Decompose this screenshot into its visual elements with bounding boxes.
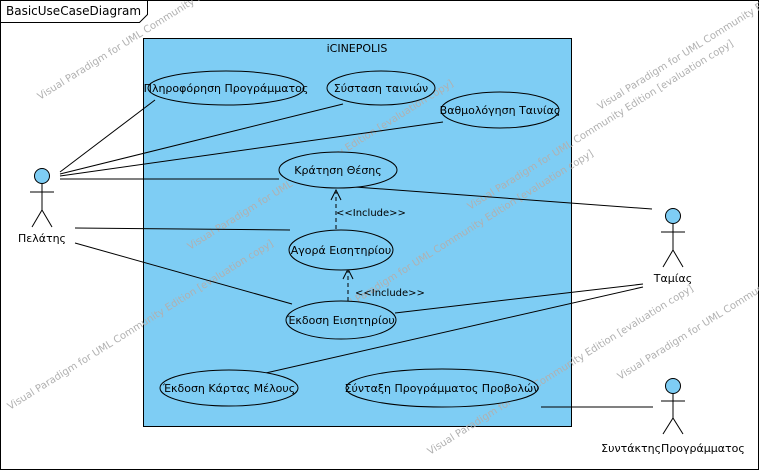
use-case-ellipse[interactable] [440,91,560,129]
use-case-schedule[interactable]: Σύνταξη Προγράμματος Προβολών [345,368,540,408]
association-cashier-issue[interactable] [394,283,644,314]
watermark-text: Visual Paradigm for UML Community Editio… [596,0,759,113]
use-case-ellipse[interactable] [345,368,539,408]
use-case-label: Σύνταξη Προγράμματος Προβολών [345,382,540,395]
actor-scheduler[interactable] [661,378,685,435]
actor-label: Ταμίας [653,272,692,285]
actor-leg-left [662,417,674,435]
system-name: iCINEPOLIS [327,42,388,55]
use-case-recommend[interactable]: Σύσταση ταινιών [326,70,436,106]
use-case-reserve[interactable]: Κράτηση Θέσης [278,151,398,189]
associations [59,99,653,408]
use-case-program-info[interactable]: Πληροφόρηση Προγράμματος [144,70,309,106]
actor-head-icon [665,378,681,394]
actor-label: ΣυντάκτηςΠρογράμματος [601,442,745,455]
use-case-label: Έκδοση Εισητηρίου [286,314,395,327]
use-case-label: Κράτηση Θέσης [294,164,381,177]
use-case-issue[interactable]: Έκδοση Εισητηρίου [285,300,397,340]
actor-head-icon [665,208,681,224]
association-cashier-reserve[interactable] [354,186,653,210]
association-cashier-card[interactable] [256,286,644,376]
actor-cashier[interactable] [661,208,685,268]
use-case-ellipse[interactable] [147,70,305,106]
use-case-buy[interactable]: Αγορά Εισητηρίου [288,229,394,271]
actor-head-icon [34,168,50,184]
use-case-label: Πληροφόρηση Προγράμματος [144,82,309,95]
actor-label: Πελάτης [18,232,66,245]
actor-leg-left [31,209,43,228]
use-case-ellipse[interactable] [326,70,436,106]
frame-tab [0,0,148,23]
association-customer-program-info[interactable] [59,99,156,173]
association-customer-rate[interactable] [59,121,444,177]
actor-leg-right [672,249,684,268]
use-case-ellipse[interactable] [285,300,397,340]
actor-leg-right [672,417,684,435]
actor-leg-right [41,209,53,228]
use-case-card[interactable]: Έκδοση Κάρτας Μέλους [159,369,299,407]
use-case-ellipse[interactable] [159,369,299,407]
use-case-label: Αγορά Εισητηρίου [291,244,392,257]
use-case-rate[interactable]: Βαθμολόγηση Ταινίας [440,91,561,129]
include-arrowhead [330,188,342,201]
association-customer-issue[interactable] [74,242,293,305]
include-label: <<Include>> [336,208,406,219]
use-case-ellipse[interactable] [278,151,398,189]
use-case-label: Έκδοση Κάρτας Μέλους [162,382,295,395]
association-customer-recommend[interactable] [59,103,344,175]
use-case-label: Σύσταση ταινιών [334,82,428,95]
association-customer-buy[interactable] [74,227,291,231]
use-case-ellipse[interactable] [288,229,394,271]
actor-customer[interactable] [30,168,54,228]
actor-leg-left [662,249,674,268]
include-label: <<Include>> [355,288,425,299]
use-case-label: Βαθμολόγηση Ταινίας [440,104,561,117]
frame-title: BasicUseCaseDiagram [6,4,141,18]
